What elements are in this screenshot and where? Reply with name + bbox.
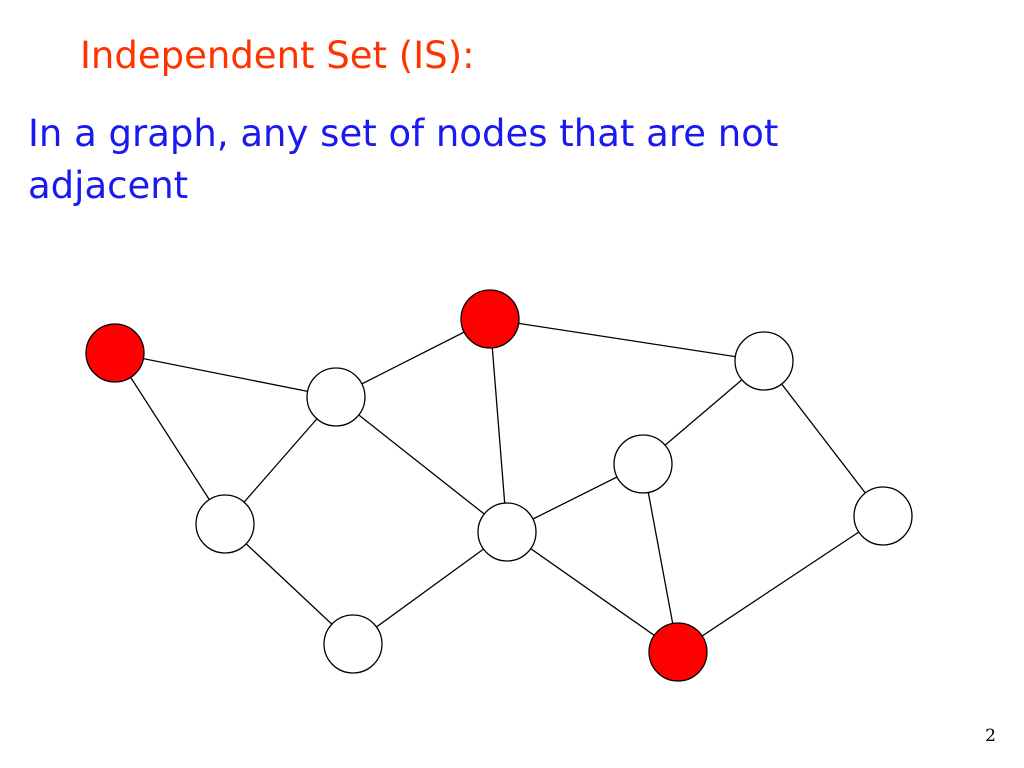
graph-edge-left-center-to-center [335,396,508,533]
graph-edge-far-left-to-left-center [114,352,337,398]
graph-edge-far-left-to-lower-left [114,352,226,525]
graph-node-upper-right [734,331,794,391]
graph-edge-center-to-bottom-right [506,531,679,653]
selected-node-far-left [85,323,145,383]
graph-edge-top-center-to-center [489,318,508,533]
graph-nodes [85,289,913,682]
graph-node-mid-right [613,434,673,494]
graph-edge-top-center-to-upper-right [489,318,765,362]
graph-edge-far-right-to-bottom-right [677,515,884,653]
page-number: 2 [985,726,996,746]
selected-node-bottom-right [648,622,708,682]
graph-edge-mid-right-to-bottom-right [642,463,679,653]
independent-set-definition: In a graph, any set of nodes that are no… [28,112,779,207]
graph-node-bottom-left [323,614,383,674]
graph-node-lower-left [195,494,255,554]
graph-node-left-center [306,367,366,427]
graph-edge-upper-right-to-far-right [763,360,884,517]
slide-title: Independent Set (IS): [80,34,475,77]
graph-node-far-right [853,486,913,546]
selected-node-top-center [460,289,520,349]
graph-node-center [477,502,537,562]
graph-edge-bottom-left-to-center [352,531,508,645]
